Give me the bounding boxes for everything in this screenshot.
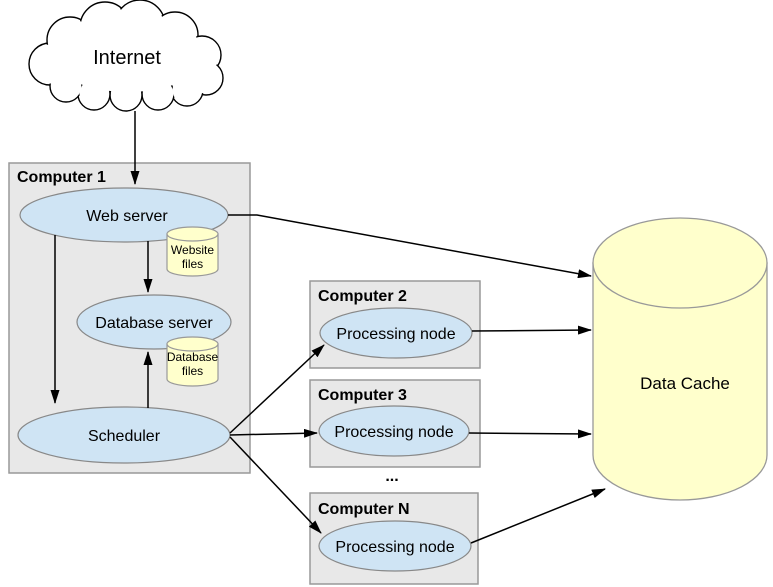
- ellipsis-label: ...: [385, 468, 398, 485]
- website-files-cylinder: Website files: [166, 226, 219, 277]
- processing-node-3-label: Processing node: [334, 424, 453, 441]
- database-files-label-line2: files: [182, 364, 203, 378]
- website-files-label-line1: Website: [171, 243, 214, 257]
- arrow-processing-node-n-to-data-cache: [470, 488, 606, 544]
- scheduler-node: Scheduler: [17, 406, 231, 464]
- database-server-label: Database server: [95, 315, 213, 332]
- computer3-box: Computer 3 Processing node: [309, 379, 481, 468]
- processing-node-n-label: Processing node: [335, 539, 454, 556]
- database-server-node: Database server: [76, 294, 232, 350]
- computer2-box: Computer 2 Processing node: [309, 280, 481, 369]
- arrow-processing-node-2-to-data-cache: [471, 325, 592, 335]
- processing-node-3: [318, 405, 470, 457]
- internet-label: Internet: [93, 47, 161, 69]
- computer2-title: Computer 2: [318, 288, 407, 305]
- processing-node-n: [318, 520, 472, 572]
- arrow-scheduler-to-processing-node-n: [229, 436, 322, 534]
- computer3-title: Computer 3: [318, 387, 407, 404]
- internet-cloud: Internet: [28, 0, 224, 112]
- web-server-label: Web server: [86, 208, 168, 225]
- website-files-label-line2: files: [182, 257, 203, 271]
- processing-node-2-label: Processing node: [336, 326, 455, 343]
- database-files-cylinder: Database files: [166, 336, 219, 387]
- scheduler-label: Scheduler: [88, 428, 161, 445]
- computer1-title: Computer 1: [17, 169, 106, 186]
- arrow-scheduler-to-processing-node-3: [229, 428, 318, 438]
- computerN-title: Computer N: [318, 501, 410, 518]
- arrow-scheduler-to-processing-node-2: [229, 344, 325, 434]
- data-cache-cylinder: Data Cache: [592, 217, 768, 501]
- processing-node-2: [319, 307, 473, 359]
- database-files-label-line1: Database: [167, 350, 219, 364]
- computerN-box: Computer N Processing node: [309, 492, 479, 585]
- arrow-processing-node-3-to-data-cache: [468, 429, 592, 439]
- data-cache-label: Data Cache: [640, 374, 730, 393]
- arrow-web-server-to-data-cache: [228, 214, 592, 279]
